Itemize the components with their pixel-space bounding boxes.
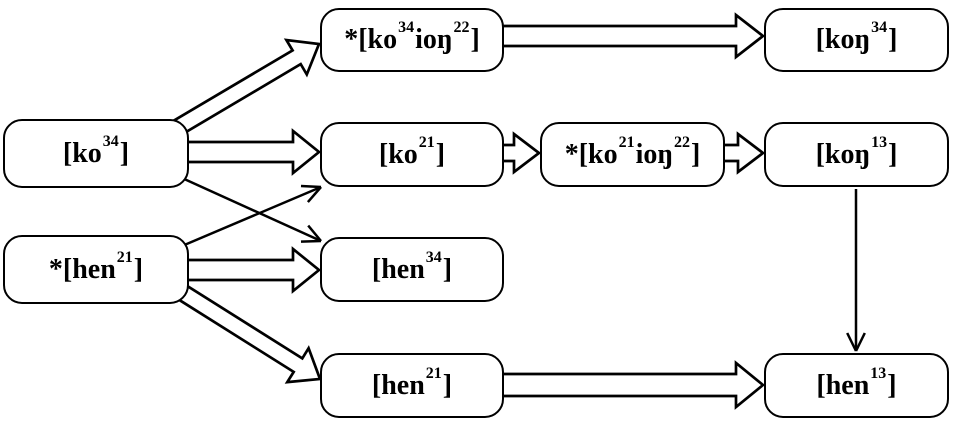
node-label-text: ] (888, 24, 898, 55)
node-label-text: ] (887, 369, 897, 401)
arrow-hen21star-to-hen21 (170, 280, 322, 384)
arrow-ko21-to-ko21ion22 (499, 131, 542, 175)
node-label-text: ] (690, 138, 701, 170)
node-label-text: [ko (378, 138, 418, 170)
arrow-hen21star-to-ko21 (181, 184, 322, 248)
arrow-hen21star-to-hen34 (183, 246, 322, 294)
node-label-text: [koŋ (815, 24, 871, 55)
node-label-text: ] (442, 369, 453, 401)
arrow-ko34-to-ko34ion22 (166, 38, 321, 140)
node-label-text: *[ko (564, 138, 618, 170)
node-label-text: ioŋ (635, 138, 673, 170)
node-label-text: ] (133, 253, 144, 285)
node-label-text: ioŋ (415, 24, 453, 55)
node-label-text: ] (888, 138, 898, 170)
node-label-text: [ko (62, 137, 102, 169)
node-label-text: ] (119, 137, 130, 169)
node-label-text: ] (435, 138, 446, 170)
node-label-text: [hen (371, 369, 425, 401)
node-label-text: *[hen (48, 253, 116, 285)
arrow-ko21ion22-to-kon13 (720, 131, 766, 175)
arrow-ko34-to-hen34 (181, 176, 322, 243)
arrow-kon13-to-hen13 (846, 189, 866, 352)
node-label-text: ] (442, 253, 453, 285)
node-label-text: ] (470, 24, 480, 55)
arrow-ko34-to-ko21 (183, 128, 322, 176)
node-label-text: *[ko (344, 24, 398, 55)
node-label-text: [hen (371, 253, 425, 285)
node-label-text: [koŋ (815, 138, 871, 170)
arrow-ko34ion22-to-kon34 (499, 12, 766, 60)
node-label-text: [hen (816, 369, 870, 401)
arrow-hen21-to-hen13 (499, 360, 766, 410)
